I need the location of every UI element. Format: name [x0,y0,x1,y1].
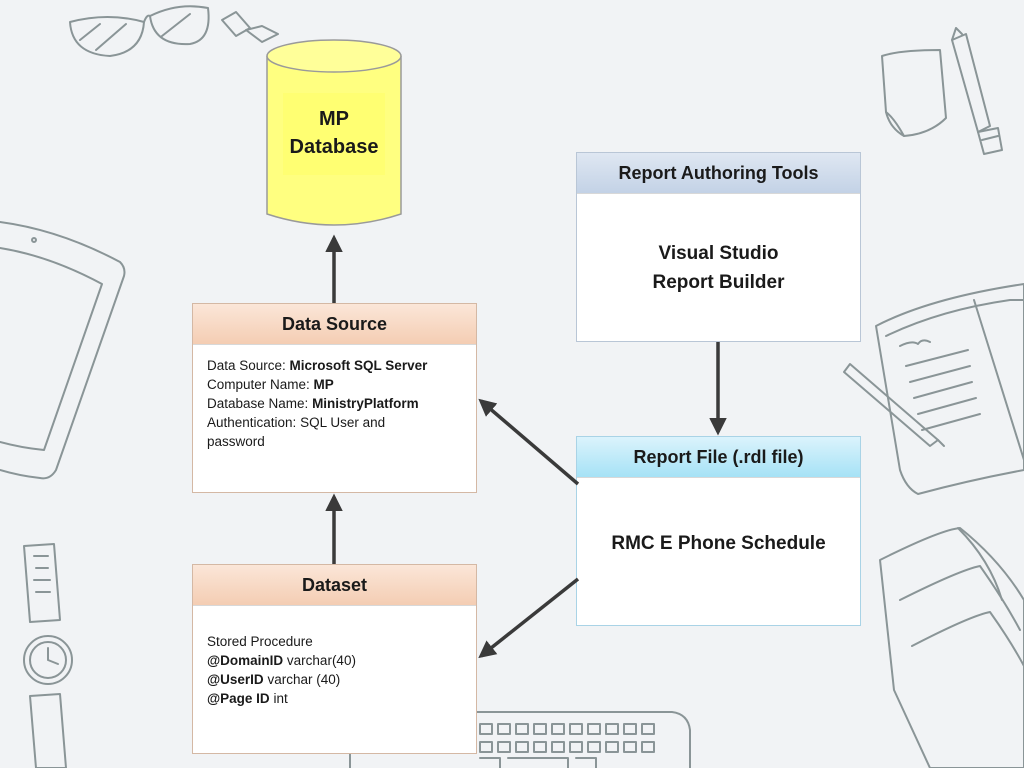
glasses-sketch [69,5,210,57]
report-authoring-tools-box: Report Authoring Tools Visual Studio Rep… [576,152,861,342]
param-type: Stored Procedure [207,634,313,649]
data-source-row: Computer Name: MP [207,375,462,394]
sticky-note-sketch [881,49,947,137]
row-value: MP [313,377,334,392]
notebook-sketch [843,283,1024,495]
report-name: RMC E Phone Schedule [611,532,826,554]
dataset-box: Dataset Stored Procedure @DomainID varch… [192,564,477,754]
report-file-body: RMC E Phone Schedule [577,478,860,626]
param-name: @UserID [207,672,264,687]
dataset-title: Dataset [193,565,476,606]
tablet-sketch [0,221,126,480]
database-cylinder-icon [266,39,402,226]
report-file-box: Report File (.rdl file) RMC E Phone Sche… [576,436,861,626]
report-file-title: Report File (.rdl file) [577,437,860,478]
dataset-details: Stored Procedure @DomainID varchar(40) @… [193,606,476,708]
dataset-row: @UserID varchar (40) [207,670,462,689]
dataset-row: @DomainID varchar(40) [207,651,462,670]
authoring-tool-report-builder: Report Builder [652,272,785,293]
param-name: @DomainID [207,653,284,668]
data-source-row: Data Source: Microsoft SQL Server [207,356,462,375]
param-type: int [269,691,288,706]
book-sketch [879,527,1024,768]
data-source-title: Data Source [193,304,476,345]
dataset-row: @Page ID int [207,689,462,708]
param-type: varchar (40) [263,672,341,687]
database-label-line2: Database [289,136,379,158]
authoring-tool-visual-studio: Visual Studio [658,243,779,264]
pen-sketch [951,27,1003,155]
dataset-row: Stored Procedure [207,632,462,651]
param-name: @Page ID [207,691,270,706]
row-label: Data Source: [207,358,290,373]
row-label: Database Name: [207,396,313,411]
row-value: Microsoft SQL Server [289,358,428,373]
param-type: varchar(40) [283,653,356,668]
row-label: Computer Name: [207,377,314,392]
data-source-row: Authentication: SQL User and [207,413,462,432]
data-source-row: Database Name: MinistryPlatform [207,394,462,413]
usb-drive-sketch [221,11,279,43]
wristwatch-sketch [23,543,73,768]
row-value: MinistryPlatform [312,396,419,411]
report-authoring-tools-title: Report Authoring Tools [577,153,860,194]
row-label: Authentication: SQL User and [207,415,386,430]
data-source-row: password [207,432,462,451]
database-label-line1: MP [319,108,349,130]
report-authoring-tools-body: Visual Studio Report Builder [577,194,860,342]
row-label: password [207,434,265,449]
data-source-box: Data Source Data Source: Microsoft SQL S… [192,303,477,493]
database-label: MP Database [265,105,403,161]
data-source-details: Data Source: Microsoft SQL Server Comput… [193,345,476,462]
